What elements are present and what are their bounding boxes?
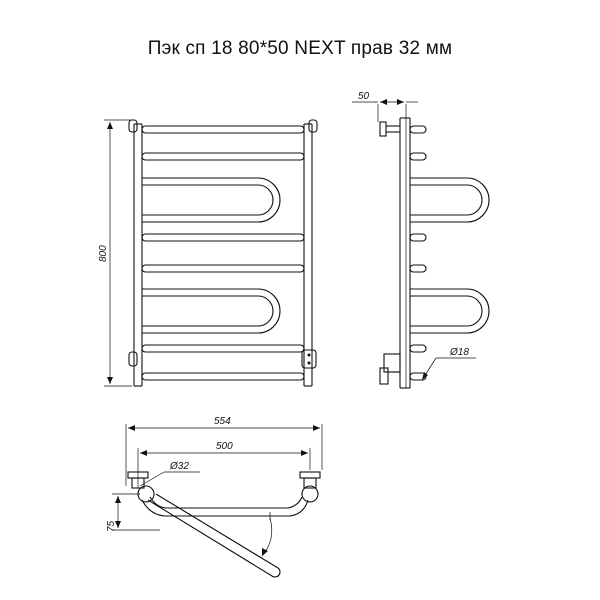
bar-diameter-label: Ø18 [449,347,469,358]
side-post [399,117,411,389]
dimension-width-total: 554 [125,416,323,486]
dimension-height: 800 [98,119,132,387]
top-right-fitting [299,471,321,503]
dimension-depth: 50 [352,91,418,122]
dimension-pipe-diameter: Ø32 [139,461,200,487]
side-stub-3 [409,233,427,242]
mount-top-left [128,119,138,133]
pipe-diameter-label: Ø32 [169,461,189,472]
valve-bottom-right [301,349,317,369]
top-rail [141,496,309,517]
side-stub-2 [409,152,427,161]
left-post [133,123,143,387]
top-left-fitting [127,471,155,503]
side-view: 50 Ø18 [352,91,490,389]
mount-top-right [308,119,318,133]
side-stub-1 [409,125,427,134]
rung-1 [141,125,305,134]
top-view: 554 500 [106,416,323,578]
rung-2 [141,152,305,161]
rung-3 [141,233,305,242]
offset-label: 75 [106,520,117,532]
right-post [303,123,313,387]
dimension-width-axis: 500 [137,441,311,488]
width-total-label: 554 [214,416,231,427]
side-stub-5 [409,344,427,353]
side-u-loop-upper [410,177,490,223]
width-axis-label: 500 [216,441,233,452]
rung-6 [141,372,305,381]
rung-5 [141,344,305,353]
depth-label: 50 [358,91,370,102]
rung-4 [141,264,305,273]
u-loop-upper [142,177,281,223]
dimension-bar-diameter: Ø18 [421,347,476,381]
side-stub-4 [409,264,427,273]
drawing-title: Пэк сп 18 80*50 NEXT прав 32 мм [147,38,453,59]
side-mount-bottom [379,353,401,385]
height-label: 800 [98,245,109,262]
side-mount-top [379,121,400,137]
front-view: 800 [98,119,318,387]
rotation-arc [261,512,273,557]
dimension-offset: 75 [106,493,160,532]
u-loop-lower [142,288,281,334]
side-u-loop-lower [410,288,490,334]
swing-bar [147,493,281,578]
mount-bottom-left [128,351,138,367]
